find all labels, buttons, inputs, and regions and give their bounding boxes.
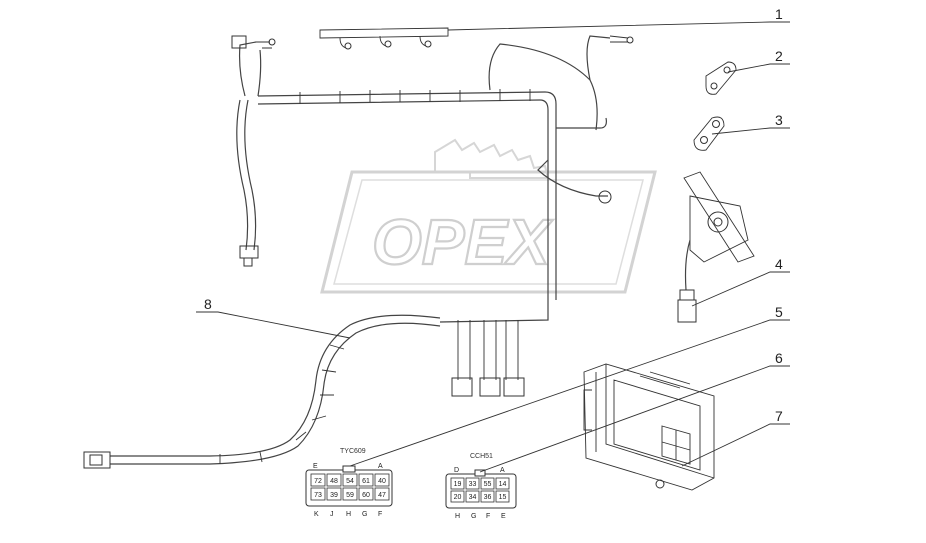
watermark-text: OPEX (372, 206, 553, 278)
connector-right-pin-cell (480, 490, 495, 503)
connector-left-pin-cell (342, 487, 358, 501)
connector-left-pin-label: 61 (362, 478, 370, 485)
connector-right-pin-label: 14 (499, 481, 507, 488)
connector-left-pin-cell (342, 473, 358, 487)
connector-right-pin-cell (495, 490, 510, 503)
leader-1 (447, 21, 790, 31)
watermark-gear (434, 138, 550, 179)
connector-left-label: TYC609 (340, 448, 366, 455)
leader-2 (727, 63, 790, 73)
connector-left-letter-h: H (346, 511, 351, 518)
callout-numbers: 1 2 3 4 5 6 7 8 (204, 6, 783, 424)
callout-2: 2 (775, 48, 783, 64)
part-1-harness (231, 27, 634, 397)
connector-left-pin-cell (374, 473, 390, 487)
connector-right-pin-label: 33 (469, 481, 477, 488)
connector-left-pin-cell (374, 487, 390, 501)
connector-left-pin-label: 39 (330, 492, 338, 499)
watermark: OPEX (320, 138, 657, 294)
callout-7: 7 (775, 408, 783, 424)
connector-left-pin-label: 47 (378, 492, 386, 499)
connector-right-letter-a: A (500, 467, 505, 474)
connector-right-pin-label: 36 (484, 494, 492, 501)
callout-1: 1 (775, 6, 783, 22)
connector-right-pin-label: 55 (484, 481, 492, 488)
connector-left-pin-cell (310, 487, 326, 501)
connector-left-letter-a: A (378, 463, 383, 470)
connector-left-letter-g: G (362, 511, 367, 518)
connector-right-pin-cell (465, 490, 480, 503)
watermark-frame (320, 170, 657, 294)
connector-left-letter-e: E (313, 463, 318, 470)
connector-right-pin-cell (465, 477, 480, 490)
leader-5 (349, 319, 790, 467)
connector-left-pin-cell (326, 487, 342, 501)
connector-right: CCH51 D A 19 33 55 14 20 34 36 15 H G F E (445, 453, 517, 520)
connector-right-pin-cell (450, 490, 465, 503)
connector-right-pin-label: 20 (454, 494, 462, 501)
connector-right-letter-h: H (455, 513, 460, 520)
connector-left-letter-f: F (378, 511, 382, 518)
connector-right-letter-f: F (486, 513, 490, 520)
callout-5: 5 (775, 304, 783, 320)
leader-6 (479, 365, 790, 473)
connector-left-pin-label: 40 (378, 478, 386, 485)
part-2-bracket (705, 61, 737, 95)
connector-left-pin-cell (310, 473, 326, 487)
part-4-pedal-sensor (677, 171, 755, 323)
leader-8 (196, 311, 351, 339)
connector-left-pin-cell (358, 487, 374, 501)
connector-right-pin-cell (495, 477, 510, 490)
leader-3 (711, 127, 790, 135)
part-3-clip (693, 116, 725, 151)
callout-8: 8 (204, 296, 212, 312)
leader-lines (196, 21, 790, 473)
callout-6: 6 (775, 350, 783, 366)
connector-left-pin-cell (358, 473, 374, 487)
connector-left-pin-label: 72 (314, 478, 322, 485)
connector-left-letter-j: J (330, 511, 334, 518)
connector-right-pin-cell (480, 477, 495, 490)
connector-left-pin-label: 48 (330, 478, 338, 485)
connector-left-pin-cell (326, 473, 342, 487)
connector-left-letter-k: K (314, 511, 319, 518)
connector-right-letter-d: D (454, 467, 459, 474)
connector-right-pin-label: 19 (454, 481, 462, 488)
leader-4 (691, 271, 790, 307)
connector-right-label: CCH51 (470, 453, 493, 460)
callout-3: 3 (775, 112, 783, 128)
part-8-conduit (83, 314, 441, 469)
leader-7 (681, 423, 790, 467)
connector-left-pin-label: 59 (346, 492, 354, 499)
connector-left-pin-label: 60 (362, 492, 370, 499)
connector-left-pin-label: 73 (314, 492, 322, 499)
connector-right-letter-e: E (501, 513, 506, 520)
callout-4: 4 (775, 256, 783, 272)
connector-right-pin-label: 34 (469, 494, 477, 501)
connector-right-pin-label: 15 (499, 494, 507, 501)
connector-right-letter-g: G (471, 513, 476, 520)
connector-left-pin-label: 54 (346, 478, 354, 485)
connector-right-pin-cell (450, 477, 465, 490)
